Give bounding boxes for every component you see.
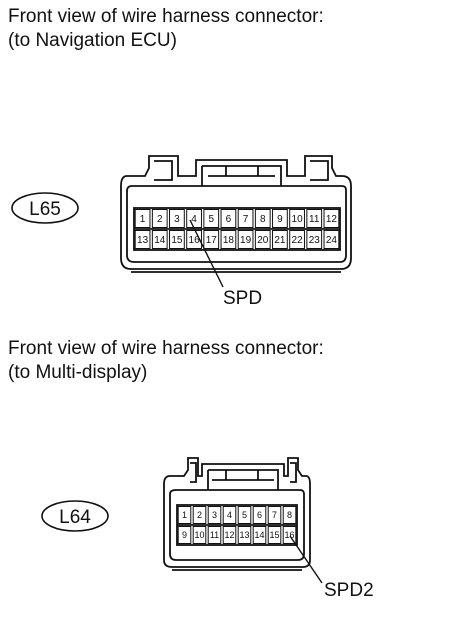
pin-label-l64-2: 2 <box>197 510 202 520</box>
pin-cell-l64-6 <box>252 506 267 524</box>
pin-label-l65-14: 14 <box>154 235 166 246</box>
callout-leader-spd <box>189 219 224 288</box>
pin-label-l64-7: 7 <box>272 510 277 520</box>
pin-cell-l64-1 <box>177 506 192 524</box>
pin-cell-l64-2 <box>192 506 207 524</box>
pin-label-l65-8: 8 <box>260 214 266 225</box>
pin-cell-l65-24 <box>323 230 340 249</box>
pin-cell-l65-8 <box>254 209 271 228</box>
pin-cell-l65-12 <box>323 209 340 228</box>
pin-cell-l64-10 <box>192 526 207 544</box>
pin-label-l65-13: 13 <box>137 235 149 246</box>
pin-cell-l64-13 <box>237 526 252 544</box>
pin-label-l64-9: 9 <box>182 530 187 540</box>
badge-outline-l64 <box>41 500 109 532</box>
section1-title-line1: Front view of wire harness connector: <box>8 6 324 27</box>
pin-label-l65-9: 9 <box>277 214 283 225</box>
pin-label-l64-4: 4 <box>227 510 232 520</box>
callout-leader-spd2 <box>289 535 323 584</box>
pin-label-l65-7: 7 <box>243 214 249 225</box>
pin-cell-l65-10 <box>289 209 305 228</box>
pin-label-l65-12: 12 <box>326 214 338 225</box>
badge-outline-l65 <box>11 192 79 224</box>
callout-label-spd: SPD <box>223 288 262 309</box>
pin-cell-l64-9 <box>177 526 192 544</box>
pin-cell-l65-9 <box>272 209 288 228</box>
pin-label-l64-16: 16 <box>284 530 294 540</box>
pin-cell-l65-17 <box>203 230 220 249</box>
pin-label-l65-3: 3 <box>174 214 180 225</box>
pin-cell-l65-20 <box>254 230 271 249</box>
pin-label-l65-1: 1 <box>140 214 146 225</box>
pin-label-l65-10: 10 <box>292 214 304 225</box>
pin-cell-l65-5 <box>203 209 220 228</box>
pin-cell-l65-11 <box>306 209 323 228</box>
pin-label-l65-22: 22 <box>292 235 304 246</box>
pin-label-l64-13: 13 <box>239 530 249 540</box>
pin-cell-l64-3 <box>207 506 222 524</box>
pin-label-l64-12: 12 <box>224 530 234 540</box>
pin-label-l65-11: 11 <box>309 214 320 225</box>
pin-cell-l65-23 <box>306 230 323 249</box>
pin-cell-l65-16 <box>186 230 202 249</box>
pin-label-l64-8: 8 <box>287 510 292 520</box>
pin-cell-l65-13 <box>134 230 151 249</box>
section2-title-line2: (to Multi-display) <box>8 362 148 383</box>
pin-label-l64-1: 1 <box>182 510 187 520</box>
pin-label-l65-15: 15 <box>171 235 183 246</box>
pin-cell-l64-5 <box>237 506 252 524</box>
section1-title-line2: (to Navigation ECU) <box>8 30 177 51</box>
connector-id-l64: L64 <box>59 507 91 528</box>
pin-cell-l65-21 <box>272 230 288 249</box>
pin-label-l64-6: 6 <box>257 510 262 520</box>
pin-cell-l64-8 <box>282 506 297 524</box>
pin-cell-l65-19 <box>237 230 254 249</box>
pin-cell-l64-12 <box>222 526 237 544</box>
pin-cell-l64-15 <box>267 526 282 544</box>
pin-cell-l64-4 <box>222 506 237 524</box>
pin-label-l64-14: 14 <box>254 530 264 540</box>
pin-label-l64-5: 5 <box>242 510 247 520</box>
section1-heading: Front view of wire harness connector: (t… <box>8 5 324 53</box>
pin-label-l65-23: 23 <box>309 235 321 246</box>
pin-cell-l65-2 <box>151 209 168 228</box>
pin-cell-l65-3 <box>169 209 185 228</box>
pin-label-l64-3: 3 <box>212 510 217 520</box>
pin-cell-l65-14 <box>151 230 168 249</box>
section2-title-line1: Front view of wire harness connector: <box>8 338 324 359</box>
pin-label-l65-24: 24 <box>326 235 338 246</box>
connector-l65 <box>120 155 352 273</box>
pin-label-l65-2: 2 <box>157 214 163 225</box>
callout-label-spd2: SPD2 <box>324 580 374 601</box>
pin-label-l65-19: 19 <box>240 235 252 246</box>
pin-label-l65-4: 4 <box>191 214 197 225</box>
connector-id-l65: L65 <box>29 199 61 220</box>
pin-label-l65-5: 5 <box>208 214 214 225</box>
pin-cell-l65-6 <box>220 209 237 228</box>
pin-label-l64-11: 11 <box>210 530 219 540</box>
pin-label-l65-17: 17 <box>206 235 218 246</box>
pin-cell-l64-16 <box>282 526 297 544</box>
pin-label-l65-16: 16 <box>189 235 201 246</box>
section2-heading: Front view of wire harness connector: (t… <box>8 337 324 385</box>
pin-cell-l64-7 <box>267 506 282 524</box>
pin-cell-l65-18 <box>220 230 237 249</box>
pin-cell-l65-15 <box>169 230 185 249</box>
pin-label-l65-6: 6 <box>226 214 232 225</box>
pin-cell-l65-7 <box>237 209 254 228</box>
pin-cell-l65-22 <box>289 230 305 249</box>
pin-label-l65-20: 20 <box>257 235 269 246</box>
pin-label-l65-21: 21 <box>274 235 286 246</box>
pin-label-l65-18: 18 <box>223 235 235 246</box>
pin-cell-l64-11 <box>207 526 222 544</box>
pin-cell-l64-14 <box>252 526 267 544</box>
connector-l64 <box>163 457 311 571</box>
pin-label-l64-15: 15 <box>269 530 279 540</box>
pin-label-l64-10: 10 <box>194 530 204 540</box>
pin-cell-l65-1 <box>134 209 151 228</box>
